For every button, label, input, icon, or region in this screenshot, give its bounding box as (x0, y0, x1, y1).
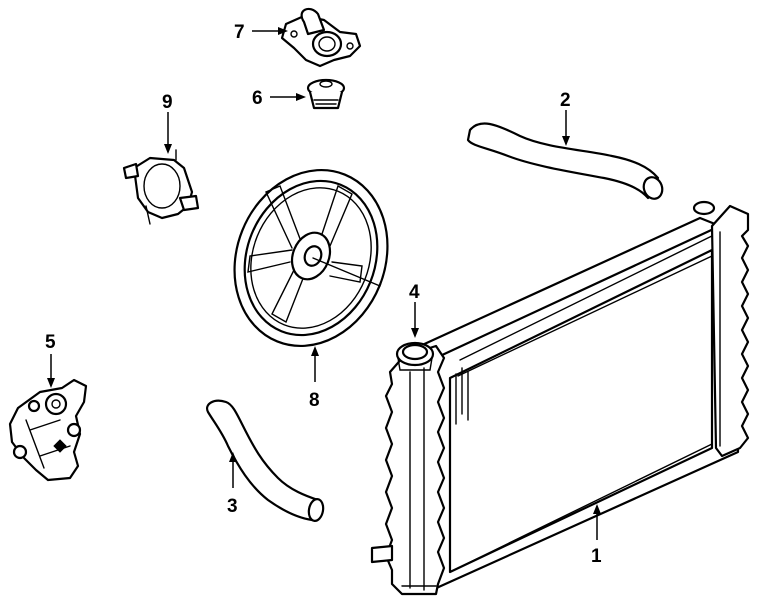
callout-5-label: 5 (45, 332, 56, 353)
callout-2: 2 (560, 90, 571, 146)
radiator (370, 200, 750, 596)
water-pump (8, 378, 88, 482)
callout-7-label: 7 (234, 22, 245, 43)
callout-9-label: 9 (162, 92, 173, 113)
callout-6-label: 6 (252, 88, 263, 109)
callout-8: 8 (309, 346, 320, 411)
radiator-cap (395, 341, 435, 371)
thermostat (306, 78, 346, 110)
callout-8-label: 8 (309, 390, 320, 411)
callout-2-label: 2 (560, 90, 571, 111)
callout-5: 5 (45, 332, 56, 388)
callout-9: 9 (162, 92, 173, 154)
callout-4-label: 4 (409, 282, 420, 303)
callout-6: 6 (252, 88, 306, 109)
callout-1: 1 (591, 504, 602, 567)
callout-1-label: 1 (591, 546, 602, 567)
lower-hose (206, 399, 325, 523)
callout-3: 3 (227, 452, 238, 517)
upper-hose (466, 122, 664, 200)
callout-3-label: 3 (227, 496, 238, 517)
vacuum-motor (122, 149, 200, 225)
callout-4: 4 (409, 282, 420, 338)
thermostat-housing (280, 7, 362, 68)
callout-7: 7 (234, 22, 288, 43)
fan-pulley (233, 168, 389, 348)
